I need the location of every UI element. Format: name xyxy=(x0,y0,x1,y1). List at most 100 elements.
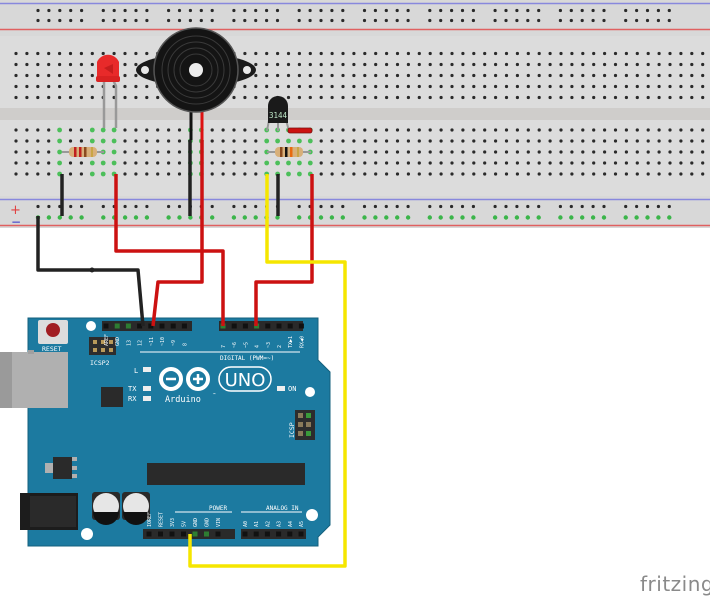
breadboard-hole xyxy=(548,62,552,67)
breadboard-hole xyxy=(14,73,18,78)
header-pin-13[interactable] xyxy=(125,323,131,329)
header-pin-9[interactable] xyxy=(170,323,176,329)
resistor-sensor[interactable] xyxy=(267,147,311,157)
analog-pin-A3[interactable] xyxy=(276,531,282,537)
rail-hole xyxy=(167,18,171,23)
header-pin-AREF[interactable] xyxy=(103,323,109,329)
header-pin-2[interactable] xyxy=(276,323,282,329)
breadboard-hole xyxy=(526,84,530,89)
header-pin-8[interactable] xyxy=(181,323,187,329)
header-pin-GND[interactable] xyxy=(114,323,120,329)
breadboard-hole xyxy=(319,139,323,143)
rail-hole xyxy=(624,18,628,23)
analog-pin-A4[interactable] xyxy=(287,531,293,537)
breadboard-hole xyxy=(701,51,705,56)
pin-label: VIN xyxy=(216,518,222,527)
analog-pin-A0[interactable] xyxy=(242,531,248,537)
breadboard-hole xyxy=(25,161,29,165)
breadboard-hole xyxy=(68,161,73,165)
hall-sensor-3144[interactable]: 3144 xyxy=(266,96,313,134)
breadboard-hole xyxy=(690,51,694,56)
breadboard-hole xyxy=(439,51,443,56)
analog-pin-A2[interactable] xyxy=(264,531,270,537)
breadboard-hole xyxy=(417,84,421,89)
analog-pin-A5[interactable] xyxy=(298,531,304,537)
rail-hole xyxy=(210,8,214,13)
breadboard-hole xyxy=(90,62,94,67)
breadboard-hole xyxy=(450,172,454,176)
breadboard-hole xyxy=(406,51,410,56)
breadboard-hole xyxy=(167,172,171,176)
pin-label: TX▶1 xyxy=(288,336,294,348)
power-pin-5V[interactable] xyxy=(181,531,186,537)
rail-hole xyxy=(80,18,84,23)
breadboard-hole xyxy=(701,150,705,154)
breadboard-hole xyxy=(668,73,672,78)
led-red[interactable] xyxy=(96,54,120,128)
rail-hole xyxy=(525,215,530,220)
breadboard-hole xyxy=(145,139,149,143)
breadboard-hole xyxy=(275,160,280,166)
pin-label: RX◀0 xyxy=(299,336,305,348)
breadboard-hole xyxy=(297,160,302,166)
breadboard-hole xyxy=(679,84,683,89)
breadboard-hole xyxy=(624,172,629,176)
power-pin-3V3[interactable] xyxy=(169,531,175,537)
breadboard-hole xyxy=(374,150,378,154)
breadboard-hole xyxy=(14,139,18,143)
breadboard-hole xyxy=(123,95,127,100)
rail-hole xyxy=(319,204,323,209)
piezo-buzzer[interactable] xyxy=(136,27,256,140)
rail-hole xyxy=(243,18,247,23)
breadboard-hole xyxy=(221,161,225,165)
breadboard-hole xyxy=(657,62,661,67)
breadboard-hole xyxy=(341,128,345,132)
breadboard-hole xyxy=(646,73,650,78)
header-pin-12[interactable] xyxy=(137,323,143,329)
power-pin-IOREF[interactable] xyxy=(146,531,152,537)
breadboard-hole xyxy=(254,161,258,165)
breadboard-hole xyxy=(701,73,705,78)
rail-hole xyxy=(80,204,84,209)
breadboard-hole xyxy=(439,84,443,89)
power-pin-RESET[interactable] xyxy=(158,531,163,537)
pin-label: GND xyxy=(115,337,121,346)
power-pin-GND[interactable] xyxy=(192,531,198,537)
wire-sensor-red[interactable] xyxy=(254,174,314,326)
wire-led-red[interactable] xyxy=(114,174,204,327)
breadboard-hole xyxy=(363,150,367,154)
resistor-led[interactable] xyxy=(62,147,104,157)
rail-hole xyxy=(558,204,563,209)
wire-buzzer-red[interactable] xyxy=(200,140,225,326)
wire-5v-yellow[interactable] xyxy=(188,174,347,568)
header-pin-3[interactable] xyxy=(265,323,271,329)
breadboard-hole xyxy=(330,150,334,154)
rail-hole xyxy=(297,18,301,23)
rail-hole xyxy=(362,215,367,220)
power-pin-GND[interactable] xyxy=(204,531,209,537)
header-pin-10[interactable] xyxy=(159,323,165,329)
breadboard-hole xyxy=(559,172,563,176)
header-pin-RX0[interactable] xyxy=(298,323,304,329)
breadboard-hole xyxy=(341,51,345,56)
rail-hole xyxy=(101,215,106,220)
rail-hole xyxy=(231,215,237,220)
breadboard-hole xyxy=(111,127,117,133)
rail-hole xyxy=(265,8,269,13)
header-pin-5[interactable] xyxy=(242,323,248,329)
header-pin-11[interactable] xyxy=(148,323,154,329)
rail-hole xyxy=(590,215,596,220)
header-pin-6[interactable] xyxy=(231,323,237,329)
breadboard-hole xyxy=(472,139,476,143)
header-pin-TX1[interactable] xyxy=(287,323,293,329)
rail-hole xyxy=(558,8,563,13)
breadboard-hole xyxy=(548,150,552,154)
breadboard-hole xyxy=(581,139,585,143)
rail-hole xyxy=(265,18,269,23)
icsp2-label: ICSP2 xyxy=(90,359,110,367)
uno-label: UNO xyxy=(225,370,266,391)
reset-button[interactable] xyxy=(38,320,68,344)
power-pin-VIN[interactable] xyxy=(215,531,221,537)
analog-pin-A1[interactable] xyxy=(253,531,259,537)
